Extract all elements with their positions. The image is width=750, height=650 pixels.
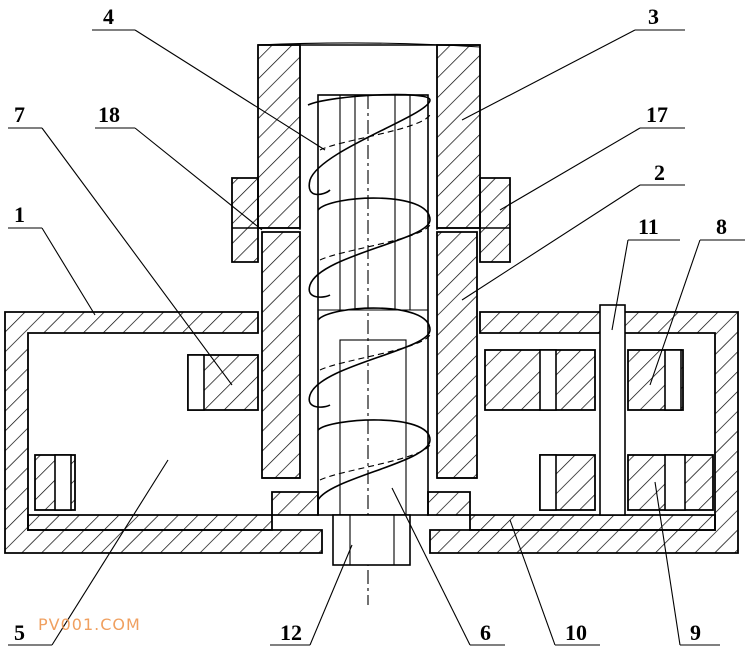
inner-sleeve-part-2 xyxy=(261,231,478,479)
label-2: 2 xyxy=(654,160,665,185)
label-10: 10 xyxy=(565,620,587,645)
label-6: 6 xyxy=(480,620,491,645)
label-3: 3 xyxy=(648,4,659,29)
bottom-collar-part-12 xyxy=(271,491,471,566)
gear-part-8 xyxy=(627,349,684,411)
label-7: 7 xyxy=(14,102,25,127)
label-4: 4 xyxy=(103,4,114,29)
label-18: 18 xyxy=(98,102,120,127)
label-5: 5 xyxy=(14,620,25,645)
bottom-plate-part-10 xyxy=(27,514,716,531)
label-17: 17 xyxy=(646,102,668,127)
label-11: 11 xyxy=(638,214,659,239)
gear-part-7 xyxy=(187,354,259,411)
screw-shaft-part-4-6 xyxy=(307,93,431,605)
leader-lines xyxy=(8,29,745,646)
bearing-left-bottom xyxy=(34,454,76,511)
gear-part-9 xyxy=(539,454,714,511)
label-1: 1 xyxy=(14,202,25,227)
watermark-text: PV001.COM xyxy=(38,615,141,634)
gear-block-right xyxy=(484,349,596,411)
label-9: 9 xyxy=(690,620,701,645)
shaft-part-11 xyxy=(599,304,626,516)
flange-part-17-18 xyxy=(231,177,511,263)
label-12: 12 xyxy=(280,620,302,645)
label-8: 8 xyxy=(716,214,727,239)
